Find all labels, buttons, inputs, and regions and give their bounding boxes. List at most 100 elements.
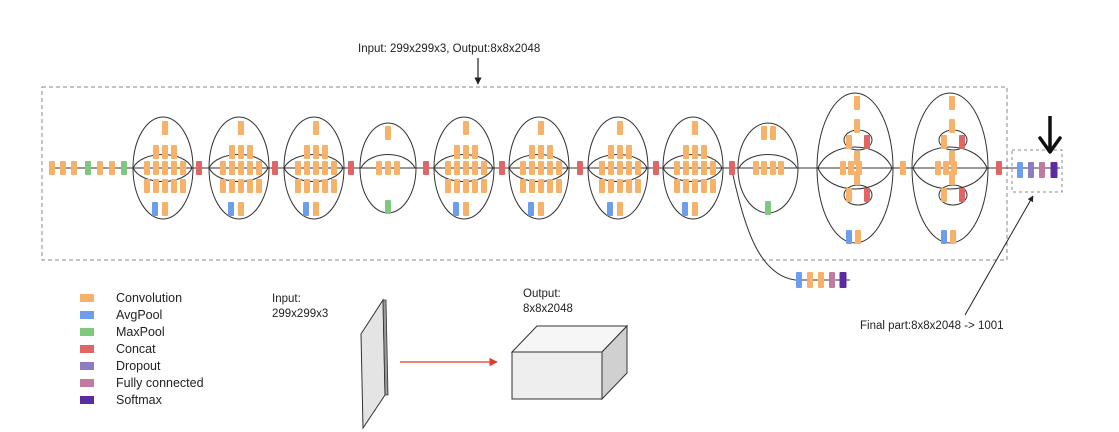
conv-block	[710, 161, 716, 175]
conv-block	[538, 145, 544, 159]
network-dashed-frame	[41, 86, 1008, 261]
concat-block	[959, 135, 965, 149]
conv-block	[331, 179, 337, 193]
conv-block	[153, 145, 159, 159]
conv-block	[472, 179, 478, 193]
conv-block	[472, 145, 478, 159]
conv-block	[180, 161, 186, 175]
conv-block	[313, 179, 319, 193]
aux-branch-line	[732, 174, 796, 281]
conv-block	[949, 119, 955, 133]
concat-block	[653, 161, 659, 175]
legend-label: Fully connected	[116, 376, 204, 390]
concat-block	[196, 161, 202, 175]
conv-block	[949, 96, 955, 110]
conv-block	[761, 161, 767, 175]
softmax-block	[1050, 162, 1058, 178]
conv-block	[701, 179, 707, 193]
legend: ConvolutionAvgPoolMaxPoolConcatDropoutFu…	[80, 291, 204, 407]
legend-item: AvgPool	[80, 308, 162, 322]
fully-connected-block	[829, 272, 835, 288]
conv-block	[394, 161, 400, 175]
conv-block	[617, 179, 623, 193]
legend-swatch	[80, 379, 94, 387]
conv-block	[683, 145, 689, 159]
conv-block	[162, 202, 168, 216]
conv-block	[538, 179, 544, 193]
legend-item: Dropout	[80, 359, 161, 373]
module-c	[911, 92, 989, 244]
conv-block	[683, 179, 689, 193]
conv-block	[229, 145, 235, 159]
conv-block	[247, 179, 253, 193]
conv-block	[472, 161, 478, 175]
conv-block	[109, 161, 115, 175]
conv-block	[683, 161, 689, 175]
conv-block	[701, 145, 707, 159]
input-label-line1: Input:	[272, 293, 301, 305]
conv-block	[171, 161, 177, 175]
conv-block	[900, 161, 906, 175]
conv-block	[854, 171, 860, 185]
conv-block	[229, 161, 235, 175]
conv-block	[445, 161, 451, 175]
conv-block	[454, 179, 460, 193]
module-a	[208, 116, 270, 220]
conv-block	[848, 161, 854, 175]
conv-block	[376, 161, 382, 175]
conv-block	[538, 202, 544, 216]
conv-block	[547, 145, 553, 159]
concat-block	[864, 188, 870, 202]
conv-block	[617, 145, 623, 159]
conv-block	[692, 145, 698, 159]
concat-block	[864, 135, 870, 149]
concat-block	[348, 161, 354, 175]
fully-connected-block	[1039, 162, 1045, 178]
conv-block	[710, 179, 716, 193]
legend-swatch	[80, 362, 94, 370]
conv-block	[153, 179, 159, 193]
final-label-arrow	[964, 195, 1034, 316]
header-label: Input: 299x299x3, Output:8x8x2048	[358, 43, 540, 55]
module-b	[508, 116, 570, 220]
conv-block	[626, 145, 632, 159]
module-b	[587, 116, 649, 220]
legend-label: Dropout	[116, 359, 161, 373]
conv-block	[304, 145, 310, 159]
conv-block	[180, 179, 186, 193]
module-c	[816, 92, 894, 244]
conv-block	[313, 145, 319, 159]
concat-block	[499, 161, 505, 175]
reduction-b	[737, 122, 799, 215]
conv-block	[547, 161, 553, 175]
conv-block	[529, 145, 535, 159]
conv-block	[463, 145, 469, 159]
conv-block	[220, 161, 226, 175]
conv-block	[538, 121, 544, 135]
output-label-line2: 8x8x2048	[523, 303, 573, 315]
module-b	[433, 116, 495, 220]
conv-block	[220, 179, 226, 193]
inception-modules	[132, 92, 1058, 244]
conv-block	[463, 179, 469, 193]
final-pointer-arrow	[1038, 116, 1062, 154]
concat-block	[959, 188, 965, 202]
conv-block	[162, 121, 168, 135]
reduction-a	[359, 122, 417, 214]
legend-label: AvgPool	[116, 308, 162, 322]
conv-block	[753, 161, 759, 175]
conv-block	[692, 121, 698, 135]
legend-label: Concat	[116, 342, 156, 356]
conv-block	[304, 161, 310, 175]
conv-block	[855, 230, 861, 244]
legend-swatch	[80, 294, 94, 302]
stem-layers	[49, 161, 127, 175]
input-label-line2: 299x299x3	[272, 308, 328, 320]
conv-block	[171, 145, 177, 159]
conv-block	[608, 145, 614, 159]
conv-block	[153, 161, 159, 175]
conv-block	[71, 161, 77, 175]
conv-block	[529, 161, 535, 175]
conv-block	[538, 161, 544, 175]
legend-swatch	[80, 311, 94, 319]
